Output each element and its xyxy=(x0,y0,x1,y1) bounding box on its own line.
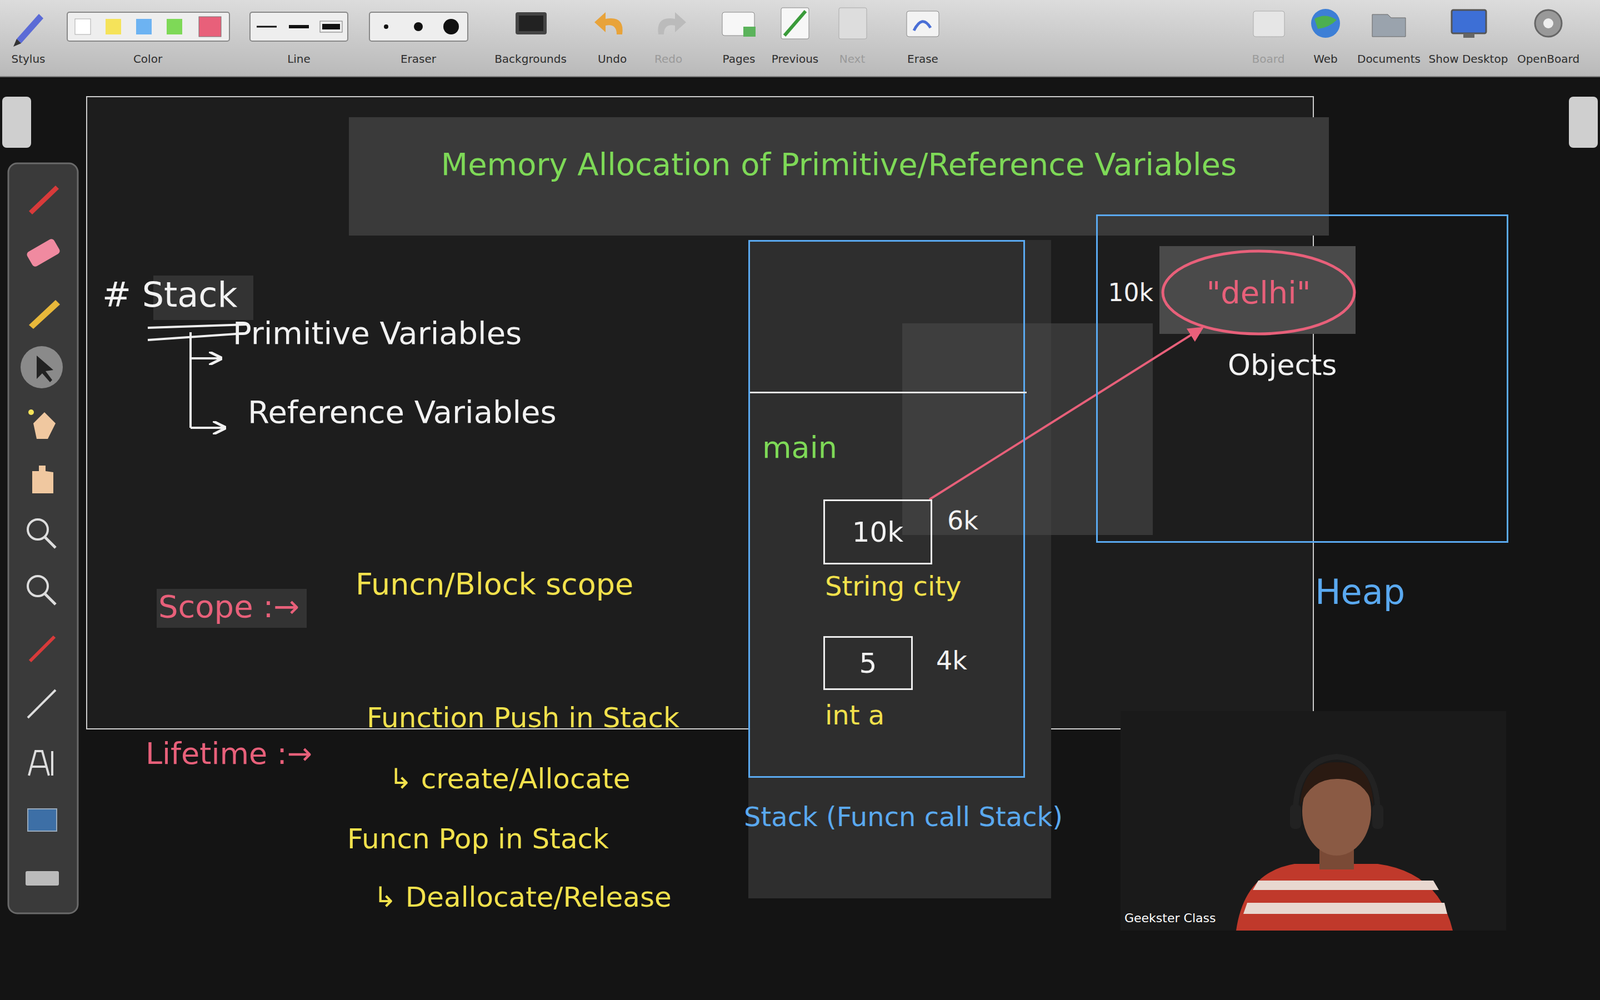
label-text: Erase xyxy=(907,52,939,66)
label-text: Undo xyxy=(597,52,627,66)
label-text: Function Push in Stack xyxy=(366,701,680,735)
stack-region: Stack (Funcn call Stack)main10k6kString … xyxy=(748,240,1025,778)
title: Memory Allocation of Primitive/Reference… xyxy=(348,145,1329,183)
label-text: Funcn/Block scope xyxy=(355,566,634,603)
variable-value: 5 xyxy=(859,646,878,680)
frame-label: main xyxy=(762,430,838,467)
highlight-patch xyxy=(348,117,1329,236)
address-label: 10k xyxy=(1108,277,1154,308)
label-text: Funcn Pop in Stack xyxy=(347,822,609,856)
variable-name: String city xyxy=(825,570,962,603)
side-tab xyxy=(2,96,32,148)
side-tab xyxy=(1568,96,1598,148)
variable-name: int a xyxy=(825,699,885,732)
variable-box: 54kint a xyxy=(823,636,913,690)
label-text: Line xyxy=(287,52,311,66)
region-label: Heap xyxy=(1315,571,1405,613)
label-text: Eraser xyxy=(400,52,437,66)
label-text: Web xyxy=(1313,52,1338,66)
label-text: Color xyxy=(133,52,163,66)
label-text: ↳ create/Allocate xyxy=(388,762,630,796)
tool-palette xyxy=(8,163,78,914)
region-label: Stack (Funcn call Stack) xyxy=(743,801,1063,834)
highlight-patch xyxy=(1159,246,1356,334)
region-caption: Objects xyxy=(1227,347,1337,383)
label-text: OpenBoard xyxy=(1517,52,1580,66)
label-text: Scope :→ xyxy=(158,587,300,625)
variable-box: 10k6kString city xyxy=(823,499,933,565)
label-text: # Stack xyxy=(102,274,238,316)
label-text: Redo xyxy=(654,52,683,66)
stack-frame: main10k6kString city54kint a xyxy=(750,391,1027,780)
ellipse-shape xyxy=(1162,251,1355,334)
video-overlay xyxy=(1120,711,1507,931)
label-text: Next xyxy=(839,52,866,66)
toolbar-icons xyxy=(13,7,1562,47)
highlight-patch xyxy=(902,323,1153,535)
label-text: Show Desktop xyxy=(1428,52,1509,66)
label-text: Previous xyxy=(771,52,819,66)
label-text: Board xyxy=(1252,52,1285,66)
variable-value: 10k xyxy=(852,515,904,549)
object-value: "delhi" xyxy=(1206,273,1311,312)
label-text: ↳ Deallocate/Release xyxy=(373,880,672,914)
label-text: Stylus xyxy=(11,52,45,66)
label-text: Reference Variables xyxy=(247,393,557,431)
label-text: Lifetime :→ xyxy=(145,736,313,773)
heap-region: Heap10k"delhi"Objects xyxy=(1096,214,1509,543)
address-label: 4k xyxy=(936,645,968,677)
label-text: Geekster Class xyxy=(1124,911,1216,926)
label-text: Documents xyxy=(1357,52,1421,66)
label-text: Pages xyxy=(722,52,756,66)
object-ellipse: 10k"delhi"Objects xyxy=(1161,249,1357,336)
address-label: 6k xyxy=(947,505,979,537)
label-text: Primitive Variables xyxy=(232,314,522,352)
toolbar xyxy=(0,0,1600,77)
pointer-arrow xyxy=(929,327,1203,500)
label-text: Backgrounds xyxy=(494,52,567,66)
